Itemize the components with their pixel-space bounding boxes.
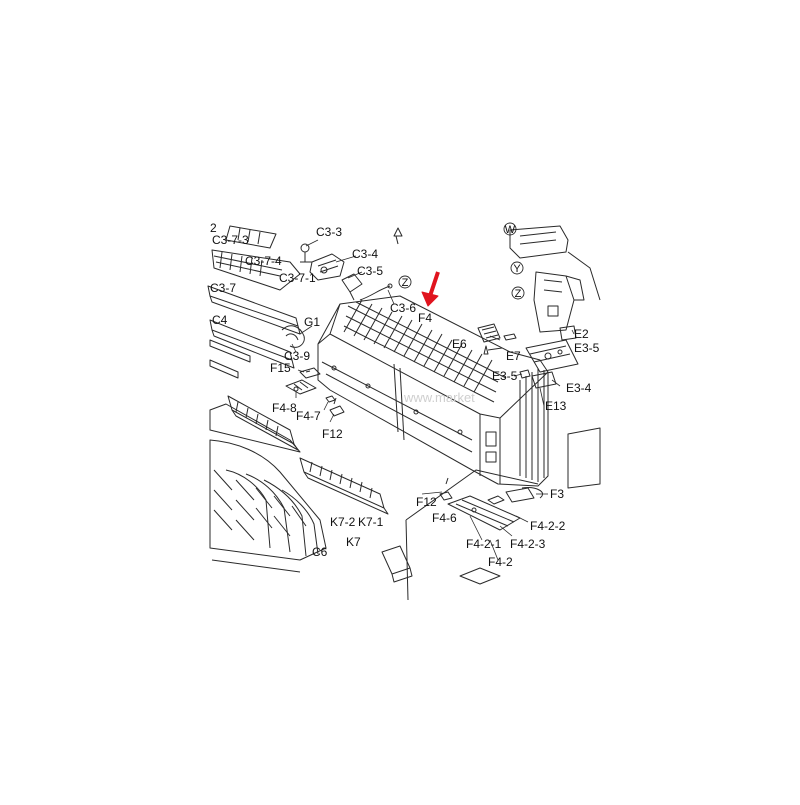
screw-e7 (483, 333, 517, 355)
label-c3-5: C3-5 (357, 264, 383, 278)
screw-f4-7 (325, 395, 336, 403)
watermark-text: www.market (403, 390, 475, 405)
motor-mount-c3-3 (300, 227, 403, 263)
label-c3-7: C3-7 (210, 281, 236, 295)
panel-strip-c4 (209, 319, 295, 379)
clip-f15 (299, 367, 321, 379)
label-k7-2: K7-2 (330, 515, 356, 529)
callout-z1: Z (402, 277, 409, 289)
callout-circle-z2 (511, 286, 525, 300)
label-f4-2-2: F4-2-2 (530, 519, 566, 533)
label-c3-7-1: C3-7-1 (279, 271, 316, 285)
remote-panel (567, 427, 601, 489)
label-e3-4: E3-4 (566, 381, 592, 395)
callout-circle-z1 (398, 275, 412, 289)
label-c6: C6 (312, 545, 328, 559)
label-f12-bottom: F12 (416, 495, 437, 509)
filter-frame-k7 (227, 395, 389, 515)
label-f4-2: F4-2 (488, 555, 513, 569)
callout-y1: Y (513, 263, 521, 275)
label-c3-7-3: C3-7-3 (212, 233, 249, 247)
indoor-unit-chassis-f4 (317, 295, 549, 487)
sensor-e2 (559, 325, 577, 341)
label-e6: E6 (452, 337, 467, 351)
highlight-arrow (421, 271, 440, 307)
label-k7: K7 (346, 535, 361, 549)
label-f4: F4 (418, 311, 432, 325)
label-c3-7-4: C3-7-4 (245, 254, 282, 268)
callout-z2: Z (515, 288, 522, 300)
callout-circle-w1 (503, 222, 517, 236)
label-f4-6: F4-6 (432, 511, 457, 525)
harness-bracket-c3-7 (211, 225, 301, 291)
label-e3-5: E3-5 (492, 369, 518, 383)
label-c3-4: C3-4 (352, 247, 378, 261)
label-f4-8: F4-8 (272, 401, 297, 415)
callout-w1: W (505, 224, 516, 236)
label-c3-3: C3-3 (316, 225, 342, 239)
label-f4-7: F4-7 (296, 409, 321, 423)
terminal-e6 (477, 323, 501, 343)
bracket-f4-8 (285, 379, 317, 395)
label-c3-9: C3-9 (284, 349, 310, 363)
callout-circle-y1 (510, 261, 524, 275)
clip-f12-left (329, 397, 345, 417)
bottom-panel-f4-2 (405, 469, 544, 601)
label-c4: C4 (212, 313, 228, 327)
leader-lines (291, 239, 575, 561)
label-e13: E13 (545, 399, 567, 413)
motor-c3-4 (309, 253, 363, 301)
label-fragment-2: 2 (210, 221, 217, 235)
corner-part (381, 545, 413, 583)
cable-c3-6 (359, 283, 393, 301)
label-e7: E7 (506, 349, 521, 363)
label-f15: F15 (270, 361, 291, 375)
grille-panel-c6 (209, 403, 327, 573)
pcb-e3 (519, 339, 579, 389)
label-f12-left: F12 (322, 427, 343, 441)
louver-strip-c3-7 (207, 285, 301, 335)
label-f4-2-1: F4-2-1 (466, 537, 502, 551)
control-box-e (509, 225, 601, 333)
label-c3-6: C3-6 (390, 301, 416, 315)
label-k7-1: K7-1 (358, 515, 384, 529)
clip-g1 (281, 325, 305, 348)
label-g1: G1 (304, 315, 320, 329)
label-f3: F3 (550, 487, 564, 501)
label-e2: E2 (574, 327, 589, 341)
label-f4-2-3: F4-2-3 (510, 537, 546, 551)
label-e3-5-top: E3-5 (574, 341, 600, 355)
